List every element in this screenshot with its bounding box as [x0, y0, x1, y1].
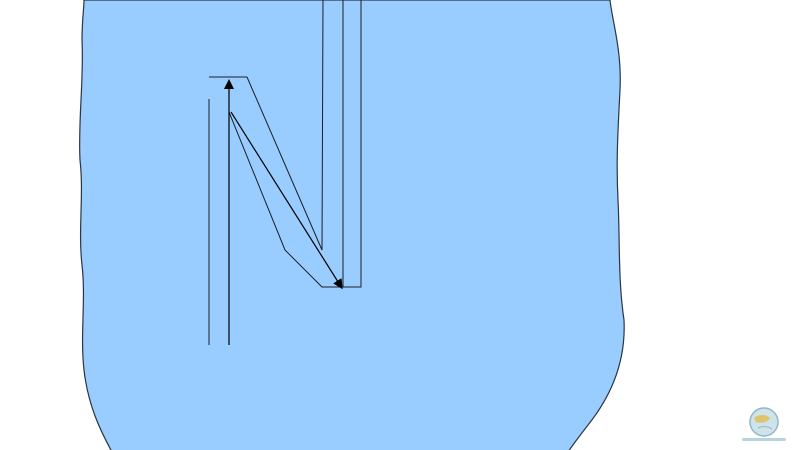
- n-diagonal-inner: [228, 0, 362, 288]
- n-diagonal-outer: [246, 0, 324, 251]
- stroke-arrows: [224, 79, 343, 345]
- blue-blob-shape: [79, 0, 625, 450]
- globe-logo-icon: [742, 407, 786, 441]
- arrow-diagonal-down: [230, 111, 343, 290]
